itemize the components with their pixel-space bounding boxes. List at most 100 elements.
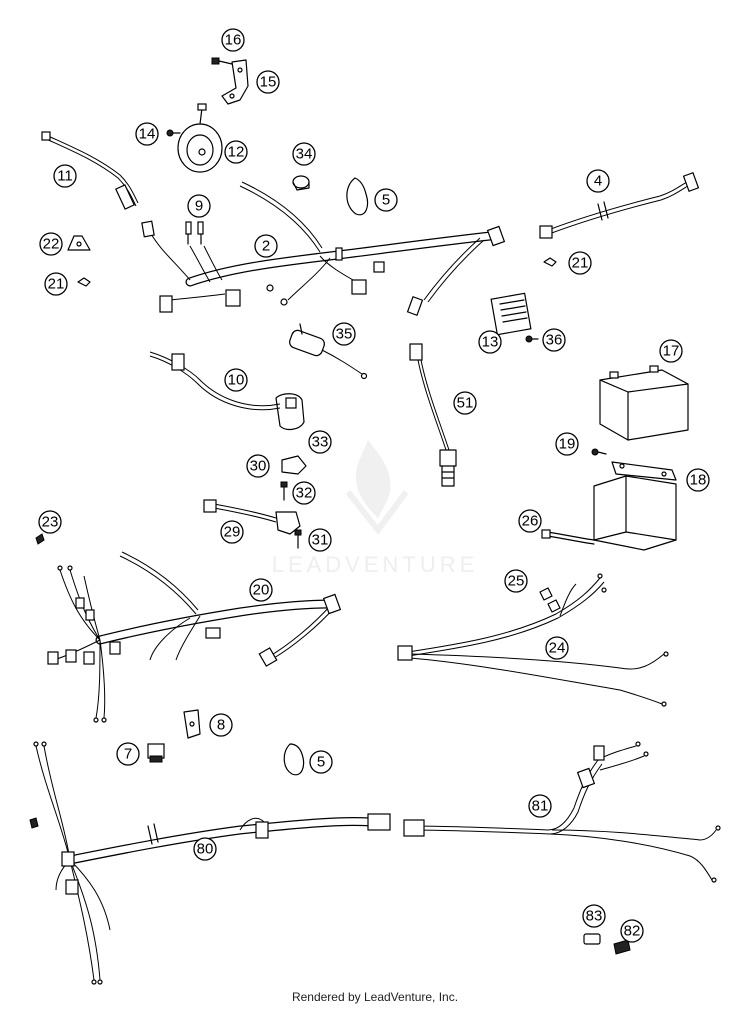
svg-text:16: 16 bbox=[225, 32, 242, 49]
resistor-35 bbox=[289, 323, 368, 380]
svg-text:18: 18 bbox=[690, 472, 707, 489]
callout-10: 10 bbox=[224, 368, 248, 392]
svg-text:29: 29 bbox=[224, 524, 241, 541]
svg-text:21: 21 bbox=[572, 255, 589, 272]
callout-36: 36 bbox=[542, 328, 566, 352]
callout-19: 19 bbox=[555, 432, 579, 456]
callout-9: 9 bbox=[187, 194, 211, 218]
svg-text:5: 5 bbox=[317, 754, 325, 771]
svg-text:82: 82 bbox=[624, 923, 641, 940]
svg-text:83: 83 bbox=[586, 908, 603, 925]
switch-cable-29 bbox=[203, 499, 301, 535]
svg-text:17: 17 bbox=[663, 343, 680, 360]
connectors-9 bbox=[185, 221, 204, 245]
svg-text:81: 81 bbox=[532, 798, 549, 815]
connector-25 bbox=[539, 587, 561, 613]
svg-text:11: 11 bbox=[57, 168, 73, 185]
main-harness-2 bbox=[141, 181, 506, 316]
svg-text:12: 12 bbox=[228, 144, 245, 161]
svg-text:35: 35 bbox=[336, 326, 353, 343]
svg-text:20: 20 bbox=[253, 582, 270, 599]
svg-text:31: 31 bbox=[312, 532, 329, 549]
sensor-51 bbox=[409, 343, 457, 487]
callout-33: 33 bbox=[308, 430, 332, 454]
svg-text:7: 7 bbox=[124, 746, 132, 763]
svg-text:30: 30 bbox=[250, 458, 267, 475]
svg-text:8: 8 bbox=[217, 717, 225, 734]
svg-text:15: 15 bbox=[260, 74, 277, 91]
svg-text:9: 9 bbox=[195, 198, 203, 215]
cover-30 bbox=[281, 455, 307, 475]
screw-19 bbox=[591, 448, 607, 456]
callout-4: 4 bbox=[586, 169, 610, 193]
relay-7 bbox=[147, 743, 165, 763]
screw-14 bbox=[166, 129, 181, 137]
callout-5-bottom: 5 bbox=[309, 750, 333, 774]
screw-36 bbox=[525, 335, 539, 343]
bracket-8 bbox=[183, 709, 201, 739]
sleeve-34 bbox=[292, 175, 310, 191]
svg-text:32: 32 bbox=[296, 485, 313, 502]
callout-15: 15 bbox=[256, 70, 280, 94]
callout-22: 22 bbox=[39, 232, 63, 256]
svg-text:80: 80 bbox=[197, 841, 214, 858]
bracket-15 bbox=[221, 59, 249, 105]
horn-12 bbox=[177, 103, 223, 173]
callout-35: 35 bbox=[332, 322, 356, 346]
callout-34: 34 bbox=[292, 142, 316, 166]
svg-text:19: 19 bbox=[559, 436, 576, 453]
callout-26: 26 bbox=[518, 509, 542, 533]
bolt-16 bbox=[211, 57, 233, 65]
callout-14: 14 bbox=[135, 122, 159, 146]
switch-cable-10 bbox=[149, 351, 305, 431]
svg-text:2: 2 bbox=[262, 238, 270, 255]
callout-25: 25 bbox=[504, 569, 528, 593]
callout-5-top: 5 bbox=[374, 188, 398, 212]
callout-32: 32 bbox=[292, 481, 316, 505]
clip-21-right bbox=[543, 257, 557, 267]
battery-17 bbox=[599, 365, 689, 441]
cable-4 bbox=[539, 172, 700, 239]
part-23 bbox=[35, 533, 45, 545]
cable-tie-5-bottom bbox=[283, 743, 305, 776]
svg-text:23: 23 bbox=[42, 514, 59, 531]
svg-text:4: 4 bbox=[594, 173, 602, 190]
svg-text:21: 21 bbox=[48, 276, 65, 293]
svg-text:36: 36 bbox=[546, 332, 563, 349]
callout-20: 20 bbox=[249, 578, 273, 602]
svg-text:10: 10 bbox=[228, 372, 245, 389]
callout-13: 13 bbox=[478, 330, 502, 354]
regulator-13 bbox=[490, 292, 532, 336]
callout-80: 80 bbox=[193, 837, 217, 861]
callout-8: 8 bbox=[209, 713, 233, 737]
callout-21-right: 21 bbox=[568, 251, 592, 275]
cable-11 bbox=[41, 131, 139, 210]
harness-24 bbox=[397, 573, 669, 707]
leadventure-watermark: LEADVENTURE bbox=[272, 440, 474, 577]
callout-18: 18 bbox=[686, 468, 710, 492]
cable-tie-5-top bbox=[346, 177, 369, 216]
callout-12: 12 bbox=[224, 140, 248, 164]
callout-23: 23 bbox=[38, 510, 62, 534]
svg-text:26: 26 bbox=[522, 513, 539, 530]
clip-82 bbox=[613, 939, 631, 955]
callout-2: 2 bbox=[254, 234, 278, 258]
harness-20 bbox=[47, 551, 342, 723]
callout-24: 24 bbox=[545, 636, 569, 660]
callout-30: 30 bbox=[246, 454, 270, 478]
harness-80 bbox=[29, 741, 391, 985]
screw-32 bbox=[280, 481, 288, 501]
callout-11: 11 bbox=[53, 164, 77, 188]
callout-83: 83 bbox=[582, 904, 606, 928]
svg-text:14: 14 bbox=[139, 126, 156, 143]
screw-31 bbox=[294, 529, 302, 549]
svg-text:5: 5 bbox=[382, 192, 390, 209]
callout-7: 7 bbox=[116, 742, 140, 766]
svg-text:24: 24 bbox=[549, 640, 566, 657]
harness-81 bbox=[403, 741, 721, 883]
svg-text:51: 51 bbox=[457, 395, 474, 412]
callout-21-left: 21 bbox=[44, 272, 68, 296]
callout-82: 82 bbox=[620, 919, 644, 943]
clip-21-left bbox=[77, 277, 91, 287]
